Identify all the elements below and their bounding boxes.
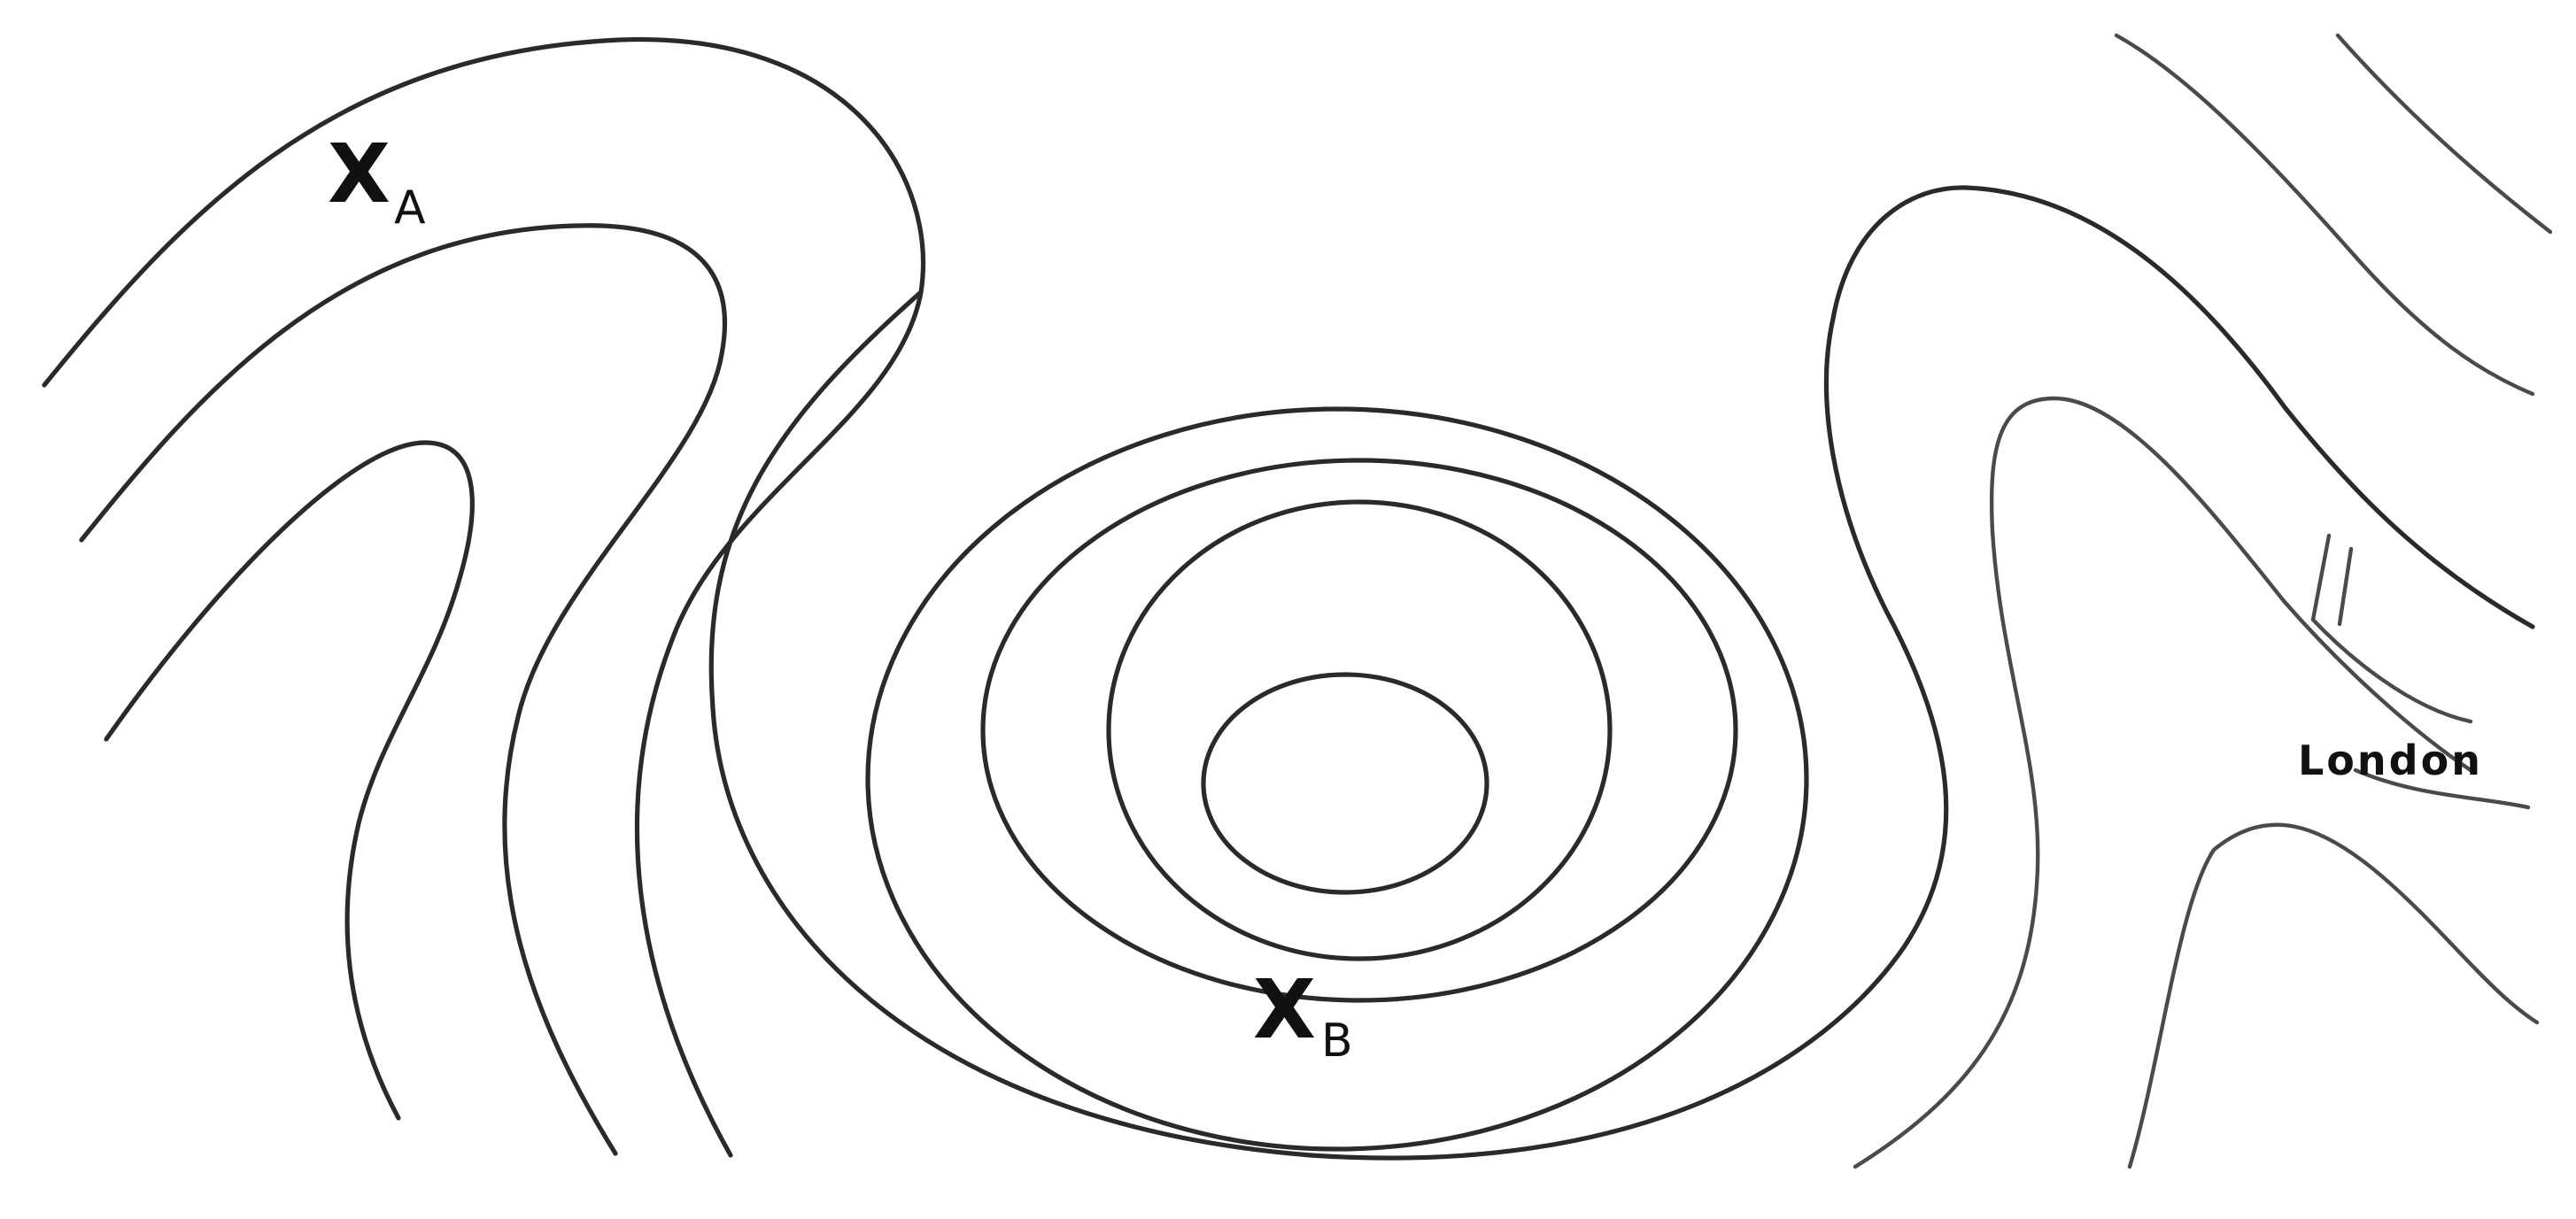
- place-label-london: London: [2298, 737, 2483, 784]
- road-line-london-1: [2310, 533, 2473, 724]
- contour-line-right-top: [2335, 33, 2553, 235]
- contour-line-left-inner: [104, 440, 475, 1121]
- contour-ring-3: [1106, 499, 1613, 961]
- point-a-x: X: [328, 127, 391, 221]
- point-a-marker: X A: [328, 127, 426, 235]
- point-b-marker: X B: [1253, 962, 1353, 1068]
- road-line-london-3: [2353, 768, 2531, 810]
- contour-line-left-middle: [79, 223, 728, 1156]
- contour-ring-1: [865, 406, 1809, 1152]
- contour-ring-4: [1201, 672, 1489, 895]
- road-line-london-2: [2337, 546, 2354, 627]
- contour-line-central-outer: [708, 185, 2535, 1161]
- contour-line-right-valley-west: [1853, 396, 2473, 1169]
- point-a-label: A: [394, 181, 426, 235]
- contour-line-left-outer: [42, 37, 926, 1158]
- contour-line-right-upper: [2114, 33, 2535, 397]
- point-b-x: X: [1253, 962, 1316, 1057]
- contour-ring-2: [980, 458, 1738, 1003]
- contour-line-right-lower: [2127, 822, 2540, 1169]
- point-b-label: B: [1321, 1015, 1353, 1068]
